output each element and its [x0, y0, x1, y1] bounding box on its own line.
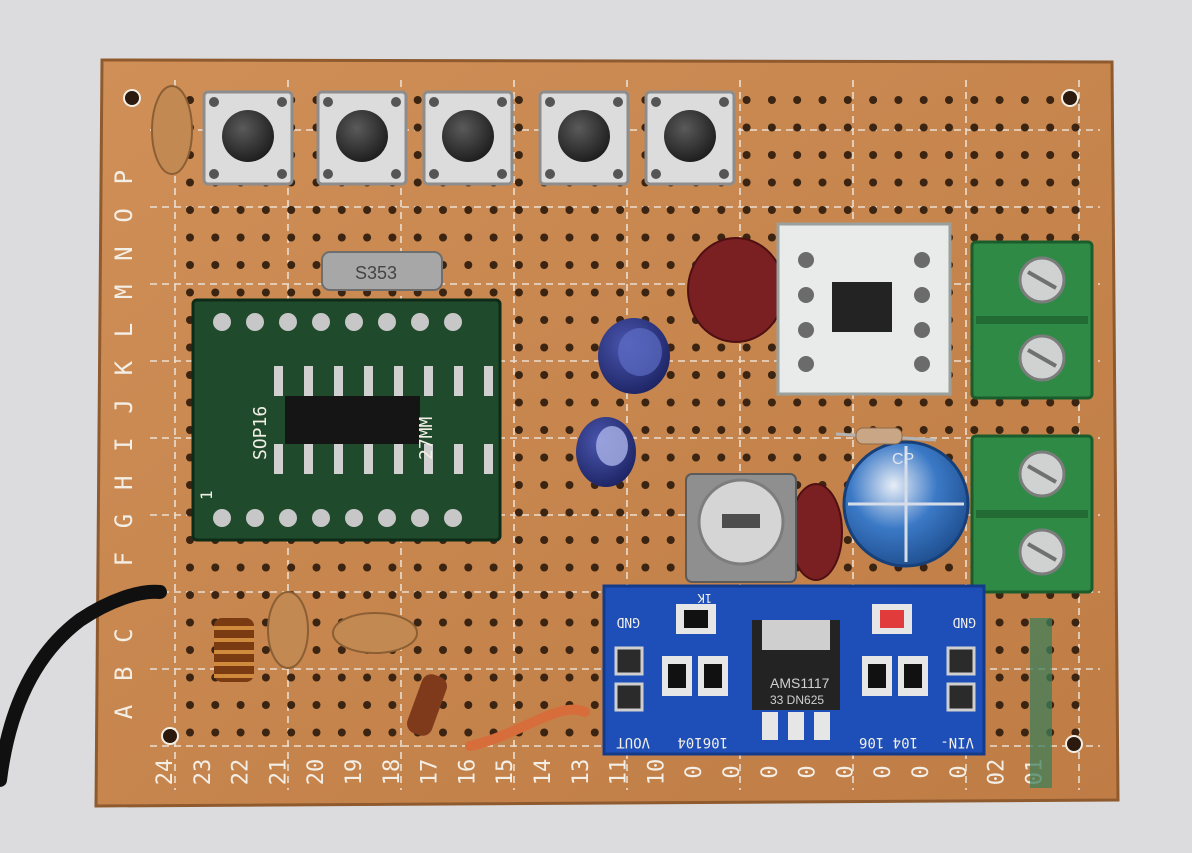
crystal-component: S353 — [321, 251, 443, 291]
column-number: 14 — [531, 759, 556, 786]
column-number: 0 — [947, 765, 972, 778]
column-number: 0 — [720, 765, 745, 778]
cap-tag: CP — [892, 451, 914, 468]
regulator-chip-label: AMS1117 — [770, 675, 830, 691]
pin-1-label: 1 — [197, 490, 216, 500]
column-number: 0 — [796, 765, 821, 778]
column-number: 19 — [342, 759, 367, 786]
column-number: 0 — [833, 765, 858, 778]
ams1117-regulator-module: AMS1117 33 DN625 GND GND VOUT VIN- 10610… — [602, 584, 986, 756]
inductor-coil — [214, 618, 254, 682]
column-number: 20 — [304, 759, 329, 786]
cap-left-label: 106104 — [677, 734, 728, 750]
column-number: 0 — [758, 765, 783, 778]
trimmer-potentiometer[interactable] — [685, 473, 797, 583]
row-letter: F — [110, 552, 138, 566]
resistor-1k-label: 1K — [697, 591, 712, 605]
film-capacitor-2 — [789, 483, 843, 581]
tact-switch-3[interactable] — [422, 90, 514, 186]
row-letter: A — [110, 704, 138, 719]
green-marker-stripe — [1030, 618, 1052, 788]
screw-terminal-2[interactable] — [970, 434, 1094, 594]
row-letter: C — [110, 628, 138, 642]
row-letter: I — [110, 437, 138, 451]
ceramic-capacitor-3 — [332, 612, 418, 654]
row-letter: H — [110, 476, 138, 490]
orange-jumper-wire — [465, 704, 590, 751]
gnd-left-label: GND — [616, 614, 640, 629]
column-number: 11 — [607, 759, 632, 786]
resistor — [835, 427, 937, 445]
black-wire — [0, 584, 167, 787]
column-number: 15 — [493, 759, 518, 786]
column-number: 0 — [871, 765, 896, 778]
row-letter: B — [110, 667, 138, 681]
row-letter: P — [110, 170, 138, 184]
crystal-label: S353 — [355, 263, 397, 283]
column-number: 18 — [380, 759, 405, 786]
column-number: 17 — [418, 759, 443, 786]
row-letter: G — [110, 514, 138, 528]
column-number: 16 — [455, 759, 480, 786]
pitch-label: 27MM — [416, 416, 437, 460]
row-letter: O — [110, 208, 138, 222]
tact-switch-5[interactable] — [644, 90, 736, 186]
ceramic-capacitor-2 — [267, 591, 309, 669]
screw-terminal-1[interactable] — [970, 240, 1094, 400]
row-letter: M — [110, 285, 138, 299]
regulator-chip-sublabel: 33 DN625 — [770, 693, 824, 707]
sop16-label: SOP16 — [250, 406, 271, 460]
tact-switch-4[interactable] — [538, 90, 630, 186]
diode — [406, 674, 448, 736]
ceramic-capacitor — [151, 85, 193, 175]
column-number: 24 — [153, 759, 178, 786]
electrolytic-capacitor-small-1 — [598, 318, 670, 394]
gnd-right-label: GND — [952, 614, 976, 629]
column-number: 22 — [229, 759, 254, 786]
column-number-labels: 2423222120191817161514131110000000000201 — [153, 759, 1047, 786]
sop16-breakout-board: SOP16 27MM 1 — [191, 298, 502, 542]
electrolytic-capacitor-large: CP — [842, 440, 970, 568]
cap-right-label: 104 106 — [859, 734, 918, 750]
row-letter: N — [110, 246, 138, 260]
column-number: 23 — [191, 759, 216, 786]
electrolytic-capacitor-small-2 — [576, 417, 636, 487]
row-letter: J — [110, 399, 138, 413]
column-number: 21 — [266, 759, 291, 786]
tact-switch-2[interactable] — [316, 90, 408, 186]
column-number: 13 — [569, 759, 594, 786]
vout-label: VOUT — [616, 734, 650, 750]
vin-label: VIN- — [940, 734, 974, 750]
row-letter: L — [110, 323, 138, 337]
column-number: 02 — [985, 759, 1010, 786]
row-letter: K — [110, 360, 138, 375]
opamp-breakout-board — [776, 222, 952, 396]
column-number: 0 — [909, 765, 934, 778]
column-number: 10 — [644, 759, 669, 786]
tact-switch-1[interactable] — [202, 90, 294, 186]
film-capacitor-1 — [687, 237, 785, 343]
column-number: 0 — [682, 765, 707, 778]
